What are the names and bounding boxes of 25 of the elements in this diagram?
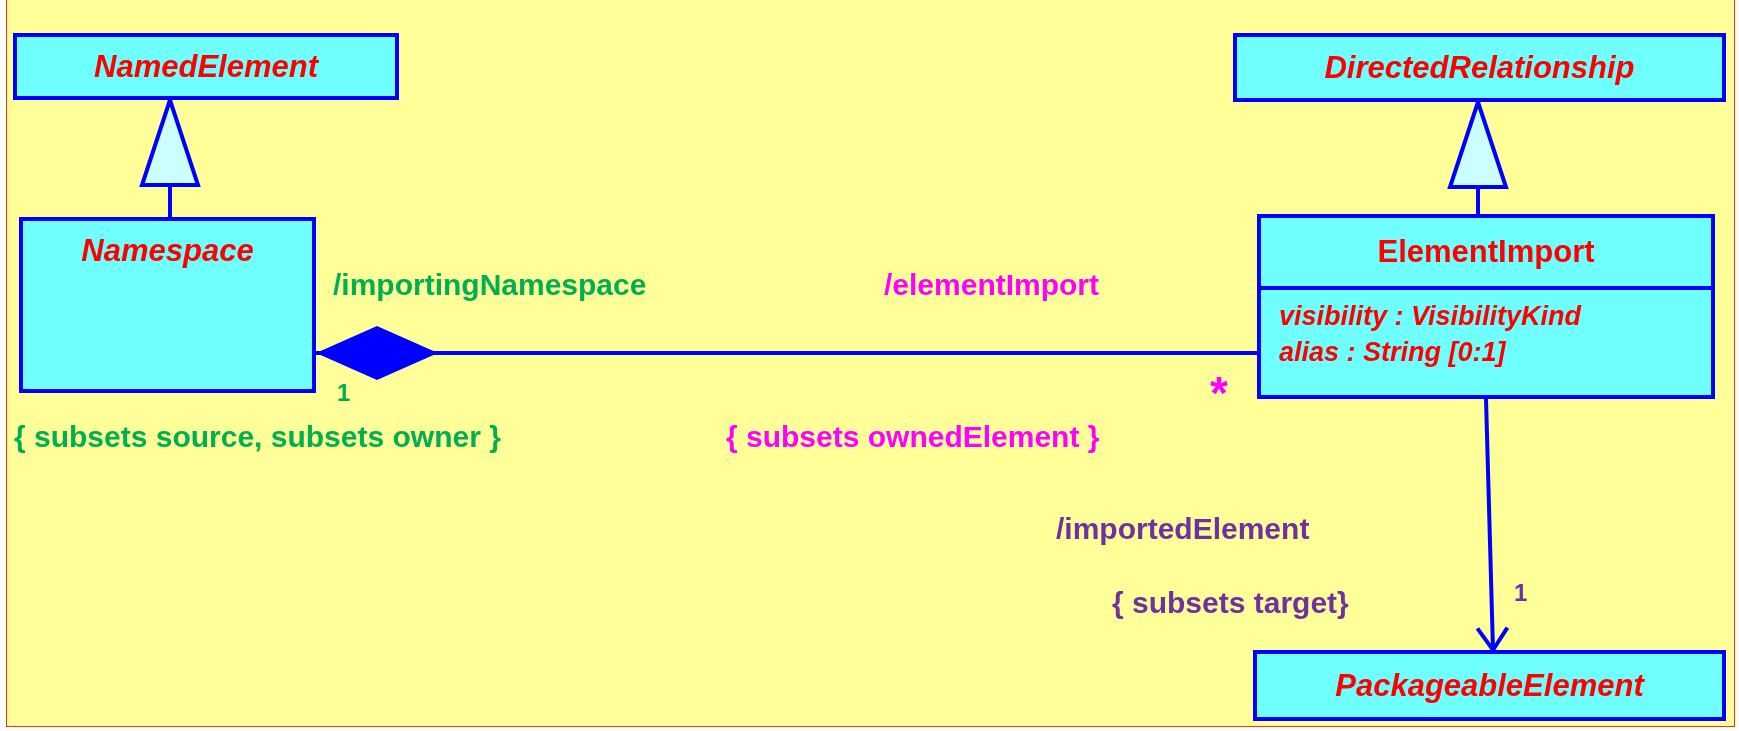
class-box xyxy=(1233,33,1726,102)
role-label: /importingNamespace xyxy=(333,268,647,301)
class-box xyxy=(1253,650,1726,721)
role-label: 1 xyxy=(1514,580,1528,607)
role-label: /elementImport xyxy=(884,268,1100,301)
class-box xyxy=(1257,214,1715,399)
multiplicity-mark: * xyxy=(1210,368,1228,419)
attribute-text: alias : String [0:1] xyxy=(1279,336,1507,369)
generalization-arrow xyxy=(1448,100,1508,214)
class-name: PackageableElement xyxy=(1335,667,1644,704)
class-name: Namespace xyxy=(81,232,254,269)
role-label: { subsets target} xyxy=(1112,586,1349,619)
class-name: NamedElement xyxy=(94,48,318,85)
role-label: /importedElement xyxy=(1056,512,1310,545)
composition-line xyxy=(316,326,1257,380)
role-label: { subsets ownedElement } xyxy=(726,420,1100,453)
role-label: { subsets source, subsets owner } xyxy=(14,420,501,453)
class-box xyxy=(19,217,316,393)
class-name: ElementImport xyxy=(1377,234,1595,270)
attribute-text: visibility : VisibilityKind xyxy=(1279,300,1583,333)
association-arrow xyxy=(1475,398,1510,652)
role-label: 1 xyxy=(337,380,351,407)
class-name: DirectedRelationship xyxy=(1324,49,1635,86)
class-box xyxy=(13,33,399,100)
generalization-arrow xyxy=(140,98,200,217)
